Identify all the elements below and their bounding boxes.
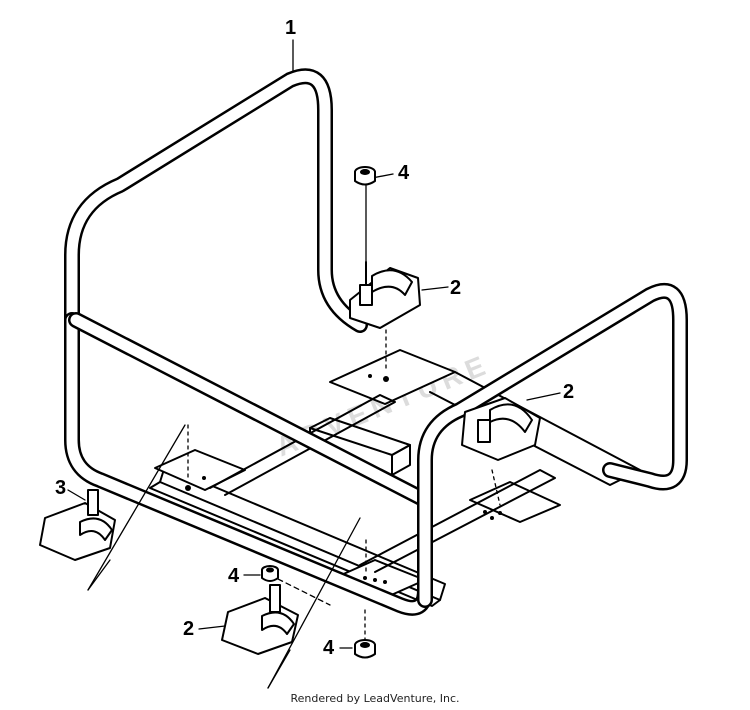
mount-right [461, 397, 541, 461]
callout-frame: 1 [285, 17, 297, 39]
nut-bottom [354, 639, 376, 659]
callout-mount-right: 2 [563, 381, 575, 403]
mount-upper [349, 261, 421, 329]
nut-lower [261, 565, 279, 582]
callout-mount-upper: 2 [450, 277, 462, 299]
callout-nut-lower: 4 [228, 565, 240, 587]
mount-lower [221, 584, 299, 655]
callout-nut-upper: 4 [398, 162, 410, 184]
callout-mount-lower: 2 [183, 618, 195, 640]
nut-upper [354, 166, 376, 186]
tubular-frame [64, 68, 688, 616]
credit-line: Rendered by LeadVenture, Inc. [290, 692, 460, 705]
callout-nut-bottom: 4 [323, 637, 335, 659]
mount-left [39, 489, 116, 561]
base-plates [149, 349, 641, 607]
callout-mount-left: 3 [55, 477, 67, 499]
plate-holes [185, 374, 502, 584]
